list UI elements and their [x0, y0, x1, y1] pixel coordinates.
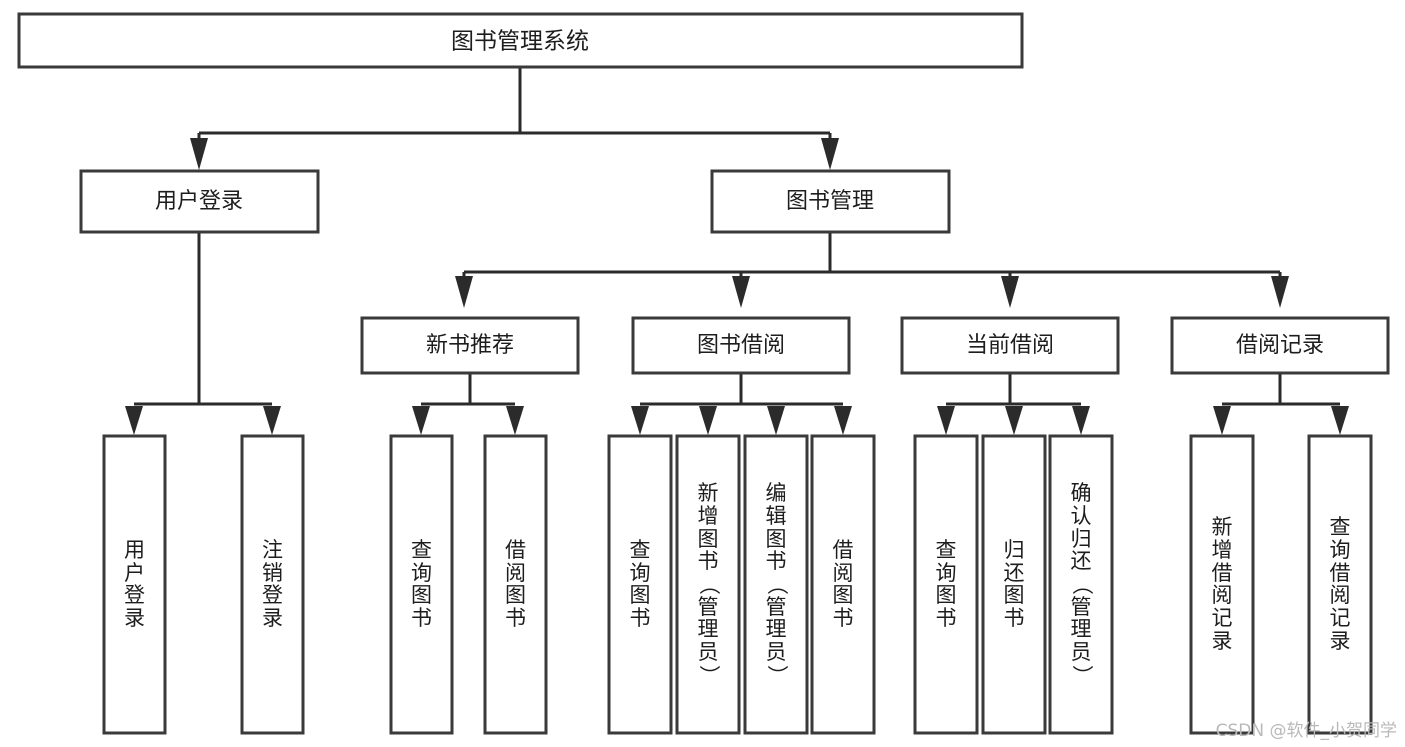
node-borrow-record[interactable]: 借阅记录	[1170, 316, 1390, 375]
node-root[interactable]: 图书管理系统	[17, 12, 1024, 69]
node-leaf-user-login-box[interactable]	[102, 434, 167, 735]
node-book-management-box[interactable]	[710, 169, 951, 234]
connector-bookmanagement-to-level3	[455, 232, 1289, 308]
csdn-watermark: CSDN @软件_小贺同学	[1215, 721, 1397, 741]
node-book-borrow[interactable]: 图书借阅	[631, 316, 851, 375]
node-current-borrow-label: 当前借阅	[966, 333, 1054, 358]
arrow-head-book-management	[821, 138, 839, 170]
node-borrow-record-label: 借阅记录	[1236, 333, 1324, 358]
arrow-head-leaf-add-book	[699, 406, 717, 435]
connector-newbook-to-leaves	[412, 373, 524, 435]
node-leaf-query-book-3-box[interactable]	[913, 434, 979, 735]
node-leaf-query-book-2-box[interactable]	[607, 434, 673, 735]
node-new-book-recommend[interactable]: 新书推荐	[360, 316, 580, 375]
node-user-login[interactable]: 用户登录	[79, 169, 320, 234]
arrow-head-leaf-query-record	[1331, 406, 1349, 435]
node-current-borrow[interactable]: 当前借阅	[900, 316, 1120, 375]
arrow-head-leaf-edit-book	[767, 406, 785, 435]
arrow-head-leaf-borrow-book-2	[834, 406, 852, 435]
node-book-borrow-box[interactable]	[631, 316, 851, 375]
arrow-head-leaf-add-record	[1213, 406, 1231, 435]
arrow-head-user-login	[190, 138, 208, 170]
connector-currentborrow-to-leaves	[937, 373, 1090, 435]
node-new-book-recommend-label: 新书推荐	[426, 333, 514, 358]
connector-userlogin-to-leaves	[125, 232, 281, 435]
arrow-head-current-borrow	[1001, 276, 1019, 308]
node-leaf-query-book-1-box[interactable]	[389, 434, 454, 735]
node-book-management[interactable]: 图书管理	[710, 169, 951, 234]
arrow-head-new-book-recommend	[455, 276, 473, 308]
node-leaf-logout-login-box[interactable]	[240, 434, 305, 735]
node-leaf-query-record-box[interactable]	[1307, 434, 1373, 735]
node-borrow-record-box[interactable]	[1170, 316, 1390, 375]
node-new-book-recommend-box[interactable]	[360, 316, 580, 375]
node-book-management-label: 图书管理	[786, 189, 874, 214]
node-user-login-box[interactable]	[79, 169, 320, 234]
node-leaf-confirm-return-box[interactable]	[1048, 434, 1114, 735]
node-root-label: 图书管理系统	[451, 29, 589, 55]
arrow-head-leaf-query-book-3	[937, 406, 955, 435]
node-root-box[interactable]	[17, 12, 1024, 69]
arrow-head-book-borrow	[732, 276, 750, 308]
node-current-borrow-box[interactable]	[900, 316, 1120, 375]
arrow-head-leaf-logout-login	[263, 406, 281, 435]
connector-bookborrow-to-leaves	[631, 373, 852, 435]
node-book-borrow-label: 图书借阅	[697, 333, 785, 358]
node-leaf-borrow-book-2-box[interactable]	[810, 434, 876, 735]
node-leaf-add-book-box[interactable]	[675, 434, 741, 735]
arrow-head-leaf-confirm-return	[1072, 406, 1090, 435]
node-leaf-edit-book-box[interactable]	[743, 434, 809, 735]
arrow-head-leaf-query-book-2	[631, 406, 649, 435]
node-leaf-add-record-box[interactable]	[1189, 434, 1255, 735]
arrow-head-leaf-return-book	[1005, 406, 1023, 435]
arrow-head-borrow-record	[1271, 276, 1289, 308]
arrow-head-leaf-borrow-book-1	[506, 406, 524, 435]
arrow-head-leaf-query-book-1	[412, 406, 430, 435]
connector-borrowrecord-to-leaves	[1213, 373, 1349, 435]
arrow-head-leaf-user-login	[125, 406, 143, 435]
node-leaf-return-book-box[interactable]	[981, 434, 1047, 735]
node-leaf-borrow-book-1-box[interactable]	[483, 434, 548, 735]
node-user-login-label: 用户登录	[155, 189, 243, 214]
connector-root-to-level2	[190, 67, 839, 170]
